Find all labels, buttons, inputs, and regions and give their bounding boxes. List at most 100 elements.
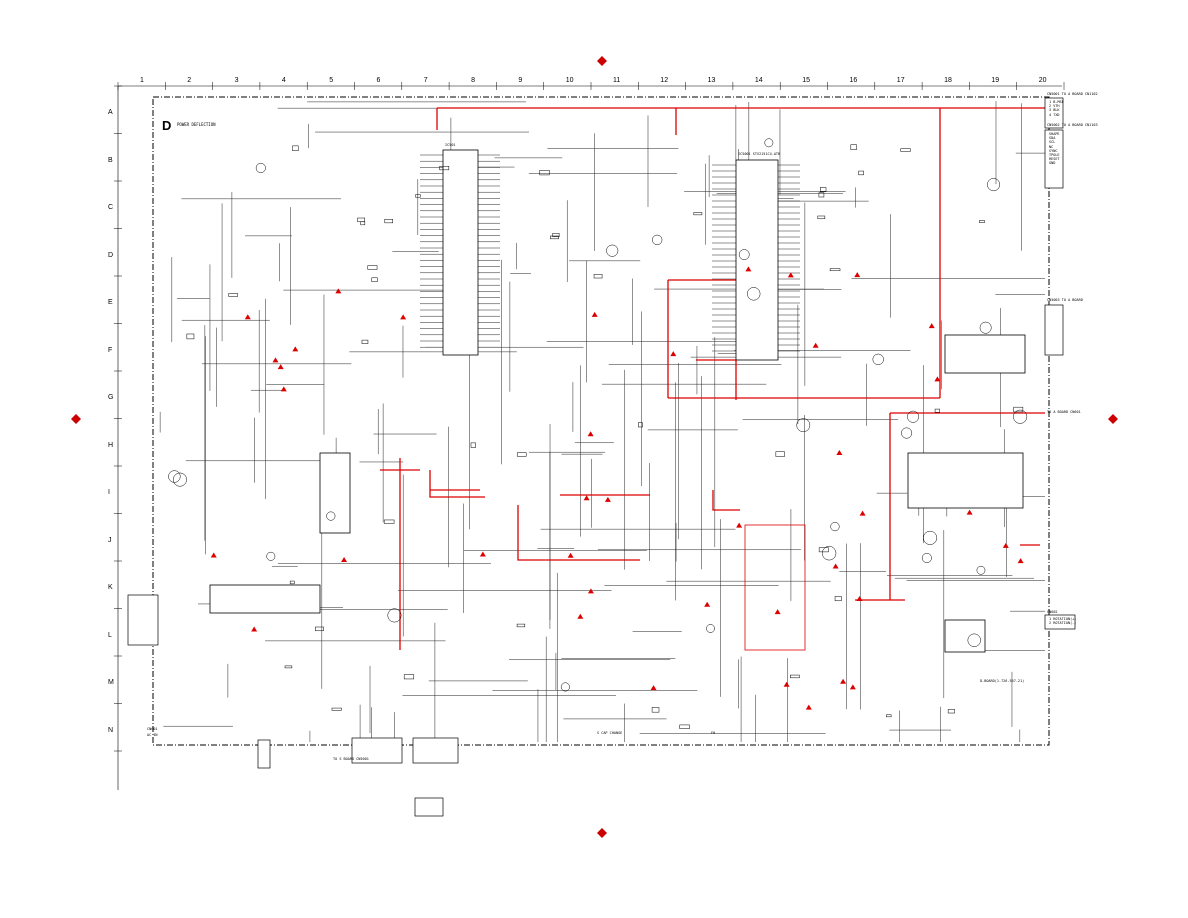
warning-icon bbox=[604, 496, 611, 502]
cn5002-pins: SHAPE SDA SCL NC SYNC TPOLE RESET GND bbox=[1049, 132, 1060, 166]
transistor-symbol bbox=[872, 353, 884, 365]
grid-column-label: 16 bbox=[849, 77, 858, 84]
passive-component bbox=[284, 665, 293, 669]
warning-icon bbox=[650, 685, 657, 691]
ic-right-block bbox=[907, 334, 1026, 653]
transistor-symbol bbox=[652, 234, 663, 246]
grid-column-label: 5 bbox=[329, 77, 334, 84]
warning-icon bbox=[966, 509, 973, 515]
red-wire bbox=[517, 505, 640, 561]
passive-component bbox=[775, 451, 785, 457]
transistor-symbol bbox=[706, 624, 715, 633]
registration-mark-right bbox=[1108, 414, 1118, 424]
passive-component bbox=[439, 166, 450, 171]
grid-row-label: M bbox=[108, 679, 114, 686]
warning-icon bbox=[934, 376, 941, 382]
passive-component bbox=[900, 148, 911, 152]
passive-component bbox=[228, 293, 238, 297]
passive-component bbox=[651, 707, 660, 713]
warning-icon bbox=[277, 364, 284, 370]
black-wiring bbox=[159, 101, 1045, 742]
transistor-symbol bbox=[764, 138, 774, 148]
grid-column-label: 14 bbox=[754, 77, 763, 84]
warning-icon bbox=[587, 431, 594, 437]
grid-column-label: 11 bbox=[613, 77, 621, 84]
passive-component bbox=[593, 274, 603, 279]
warning-icon bbox=[583, 495, 590, 501]
transistor-symbol bbox=[387, 608, 402, 623]
grid-row-label: E bbox=[108, 299, 113, 306]
warning-icon bbox=[244, 314, 251, 320]
transistor-symbol bbox=[326, 511, 336, 521]
warning-icon bbox=[587, 588, 594, 594]
ic5001-label: IC5001 STV2151C4-ATB bbox=[738, 152, 781, 156]
ic-deflection-red bbox=[744, 524, 806, 651]
grid-row-label: B bbox=[108, 156, 113, 164]
transistor-symbol bbox=[987, 178, 1001, 192]
warning-icon bbox=[854, 272, 861, 278]
warning-icon bbox=[280, 386, 287, 392]
passive-component bbox=[552, 233, 560, 238]
note-fh: FH bbox=[711, 731, 716, 735]
section-letter: D bbox=[162, 118, 172, 133]
passive-component bbox=[829, 268, 841, 272]
passive-component bbox=[550, 235, 559, 240]
warning-icons bbox=[210, 266, 1024, 710]
passive-component bbox=[934, 408, 940, 413]
transistor-symbol bbox=[979, 321, 992, 334]
transistor-symbol bbox=[796, 418, 811, 433]
cn5002-title: CN5002 TO A BOARD CN1103 bbox=[1047, 123, 1098, 127]
ic5001-body bbox=[735, 159, 779, 361]
s-cap-caption: S CAP CHANGE bbox=[597, 731, 623, 735]
cn601-label: CN601 bbox=[147, 727, 158, 731]
passive-component bbox=[415, 194, 421, 198]
transistor-symbol bbox=[1013, 409, 1028, 424]
warning-icon bbox=[783, 681, 790, 687]
grid-row-label: J bbox=[108, 536, 112, 544]
transistor-symbol bbox=[172, 472, 187, 487]
passive-component bbox=[818, 547, 829, 553]
cn5001-pins: 1 B-MSE 2 VTH 3 BLK 4 TXD bbox=[1049, 100, 1064, 117]
warning-icon bbox=[251, 626, 258, 632]
grid-column-label: 9 bbox=[518, 77, 523, 84]
connector-blocks bbox=[127, 97, 1076, 817]
passive-component bbox=[858, 170, 864, 176]
warning-icon bbox=[400, 314, 407, 320]
grid-row-label: I bbox=[108, 489, 110, 496]
passive-component bbox=[820, 187, 827, 192]
passive-component bbox=[403, 674, 415, 680]
section-title: POWER DEFLECTION bbox=[177, 122, 216, 127]
ic-left-power bbox=[209, 452, 351, 614]
warning-icon bbox=[836, 449, 843, 455]
grid-column-label: 8 bbox=[471, 77, 475, 84]
grid-column-label: 20 bbox=[1038, 77, 1047, 84]
board-ref-code: D-BOARD(1-726-557-21) bbox=[980, 679, 1025, 683]
grid-column-label: 12 bbox=[660, 77, 669, 84]
warning-icon bbox=[736, 522, 743, 528]
registration-mark-bottom bbox=[597, 828, 607, 838]
warning-icon bbox=[704, 601, 711, 607]
warning-icon bbox=[774, 609, 781, 615]
grid-column-label: 2 bbox=[187, 77, 192, 84]
transistor-symbol bbox=[921, 553, 932, 563]
passive-component bbox=[383, 519, 395, 524]
transistor-symbol bbox=[901, 427, 913, 439]
transistor-symbol bbox=[821, 546, 837, 561]
grid-row-label: L bbox=[108, 631, 112, 639]
grid-row-label: G bbox=[108, 394, 114, 401]
transistor-symbol bbox=[747, 287, 761, 301]
transistor-symbol bbox=[255, 162, 266, 173]
warning-icon bbox=[928, 323, 935, 329]
passive-component bbox=[638, 422, 643, 428]
passive-component bbox=[693, 212, 703, 216]
passive-component bbox=[371, 277, 378, 282]
passive-component bbox=[470, 442, 476, 448]
passive-component bbox=[818, 192, 825, 198]
components bbox=[168, 138, 1028, 729]
passive-component bbox=[516, 623, 526, 628]
red-wire bbox=[712, 490, 740, 511]
passive-component bbox=[289, 580, 295, 585]
warning-icon bbox=[849, 684, 856, 690]
grid-row-label: N bbox=[108, 726, 114, 734]
warning-icon bbox=[787, 272, 794, 278]
